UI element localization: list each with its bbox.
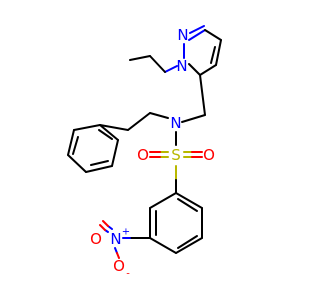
bond xyxy=(215,39,222,66)
bond xyxy=(175,237,203,254)
sulfonyl-group xyxy=(149,151,203,158)
bond xyxy=(164,65,178,73)
bond xyxy=(72,136,79,155)
pyrazole-ring xyxy=(183,25,222,76)
bond xyxy=(98,129,113,140)
bond xyxy=(99,124,119,141)
bond xyxy=(149,112,169,119)
atom-label-n: N xyxy=(170,114,181,132)
bond xyxy=(204,29,222,41)
bond xyxy=(181,114,206,123)
bond xyxy=(111,139,119,167)
atom-label-n: N xyxy=(110,230,121,248)
charge-label: + xyxy=(122,227,130,238)
atom-label-n: N xyxy=(177,26,188,44)
bond xyxy=(99,224,106,231)
bond xyxy=(85,165,113,173)
atom-label-o: O xyxy=(137,146,149,164)
bond xyxy=(199,64,217,76)
ethyl-group xyxy=(129,55,178,73)
bond xyxy=(188,63,201,76)
bond xyxy=(99,124,129,131)
bond xyxy=(188,29,206,41)
nitrophenyl-ring xyxy=(149,192,203,254)
bond xyxy=(129,55,151,61)
bond xyxy=(116,252,120,259)
atom-label-s: S xyxy=(171,146,181,164)
bond xyxy=(149,192,177,209)
bond xyxy=(127,112,151,131)
bond xyxy=(149,55,166,73)
benzyl-group xyxy=(67,112,169,173)
bond xyxy=(90,160,109,166)
bond xyxy=(177,198,198,212)
molecule-structure: N N N S O O N + O O - xyxy=(67,25,222,280)
bond xyxy=(73,124,101,131)
bond xyxy=(67,154,87,173)
bond xyxy=(189,25,205,34)
bond xyxy=(67,129,75,156)
bond xyxy=(199,74,206,116)
bond xyxy=(175,192,203,209)
nitro-group xyxy=(99,220,151,259)
atom-label-n: N xyxy=(176,57,187,75)
bond xyxy=(177,235,198,249)
bond xyxy=(210,46,216,64)
bond xyxy=(149,237,177,254)
atom-label-o: O xyxy=(113,257,125,275)
charge-label: - xyxy=(126,269,130,280)
bond xyxy=(102,220,109,227)
atom-label-o: O xyxy=(90,230,102,248)
atom-label-o: O xyxy=(203,146,215,164)
